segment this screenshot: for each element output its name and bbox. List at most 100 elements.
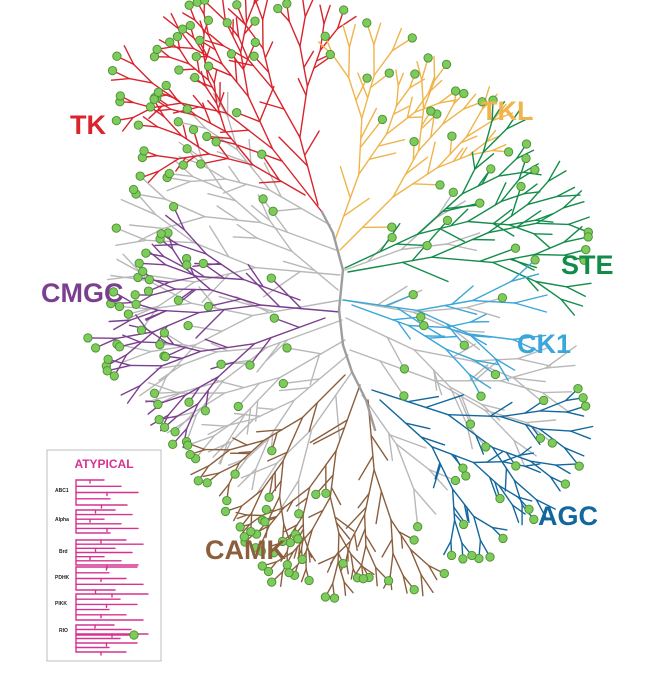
tree-branch [447, 414, 494, 449]
tree-branch [268, 189, 331, 226]
hit-dot [311, 489, 321, 500]
tree-branch [487, 203, 529, 234]
tree-branch [163, 115, 183, 137]
hit-dot [182, 260, 192, 270]
hit-dot [145, 102, 156, 112]
tree-branch [195, 308, 226, 339]
hit-dot [222, 495, 232, 506]
hit-dot [202, 131, 212, 142]
tree-branch [192, 94, 205, 109]
tree-branch [232, 437, 248, 446]
trunk-segment [331, 231, 345, 272]
tree-branch [348, 46, 351, 79]
group-label-agc: AGC [538, 501, 598, 531]
tree-branch [151, 243, 165, 258]
tree-branch [453, 329, 481, 351]
tree-branch [334, 516, 355, 532]
hit-dot [143, 286, 154, 296]
tree-branch [386, 336, 406, 370]
tree-branch [262, 198, 289, 234]
hit-dot [174, 65, 184, 75]
tree-branch [373, 22, 382, 46]
hit-dot [458, 519, 469, 530]
hit-dot [358, 574, 368, 584]
tree-branch [210, 342, 229, 352]
tree-branch [350, 553, 354, 570]
tree-branch [449, 386, 483, 405]
tree-branch [286, 347, 322, 355]
tree-branch [435, 191, 454, 219]
tree-branch [207, 425, 226, 436]
tree-branch [233, 412, 261, 417]
trunk-segment [350, 370, 368, 402]
tree-branch [441, 103, 455, 126]
hit-dot [573, 383, 583, 394]
hit-dot [115, 91, 125, 101]
tree-branch [373, 49, 394, 77]
hit-dot [83, 333, 93, 343]
hit-dot [164, 168, 174, 179]
tree-branch [431, 446, 454, 490]
tree-branch [342, 24, 351, 48]
tree-branch [446, 243, 478, 252]
tree-branch [497, 157, 518, 177]
tree-branch [270, 277, 303, 310]
tree-branch [485, 129, 497, 143]
tree-branch [492, 253, 536, 264]
hit-dot [161, 80, 171, 91]
hit-dot [159, 422, 170, 432]
hit-dot [267, 446, 277, 456]
tree-branch [334, 173, 360, 241]
hit-dot [498, 533, 508, 544]
tree-branch [237, 36, 250, 61]
hit-dot [277, 536, 288, 547]
tree-branch [413, 488, 419, 528]
tree-branch [147, 170, 160, 184]
tree-branch [144, 392, 180, 403]
hit-dot [284, 567, 294, 578]
hit-dot [497, 293, 508, 303]
tree-branch [258, 180, 283, 184]
tree-branch [431, 256, 494, 264]
tree-branch [170, 12, 180, 30]
hit-dot [580, 401, 591, 411]
tree-branch [461, 151, 484, 195]
trunk-segment [364, 398, 377, 432]
tree-branch [217, 343, 256, 378]
tree-branch [545, 364, 576, 369]
tree-branch [179, 48, 190, 65]
tree-branch [492, 112, 514, 122]
tree-branch [192, 175, 224, 190]
tree-branch [128, 77, 153, 84]
hit-dot [422, 240, 432, 251]
tree-branch [468, 373, 492, 389]
hit-dot [102, 366, 112, 376]
tree-branch [185, 413, 198, 443]
hit-dot [264, 492, 274, 502]
tree-branch [422, 79, 436, 111]
tree-branch [524, 465, 541, 474]
tree-branch [260, 221, 337, 251]
tree-branch [272, 148, 323, 213]
tree-branch [420, 436, 446, 446]
hit-dot [249, 51, 259, 61]
tree-branch [204, 215, 262, 224]
tree-branch [182, 344, 218, 353]
tree-branch [466, 506, 470, 524]
tree-branch [511, 504, 526, 515]
hit-dot [183, 440, 193, 450]
tree-branch [247, 264, 264, 288]
tree-branch [420, 573, 424, 597]
tree-branch [183, 229, 207, 255]
tree-branch [297, 77, 307, 97]
tree-branch [547, 170, 567, 183]
tree-branch [304, 0, 314, 18]
tree-branch [245, 272, 281, 308]
tree-branch [357, 527, 366, 548]
tree-branch [186, 434, 216, 446]
tree-branch [226, 412, 247, 443]
hit-dot [136, 325, 147, 335]
tree-branch [308, 550, 316, 562]
tree-branch [125, 331, 155, 356]
hit-dot [579, 255, 589, 265]
